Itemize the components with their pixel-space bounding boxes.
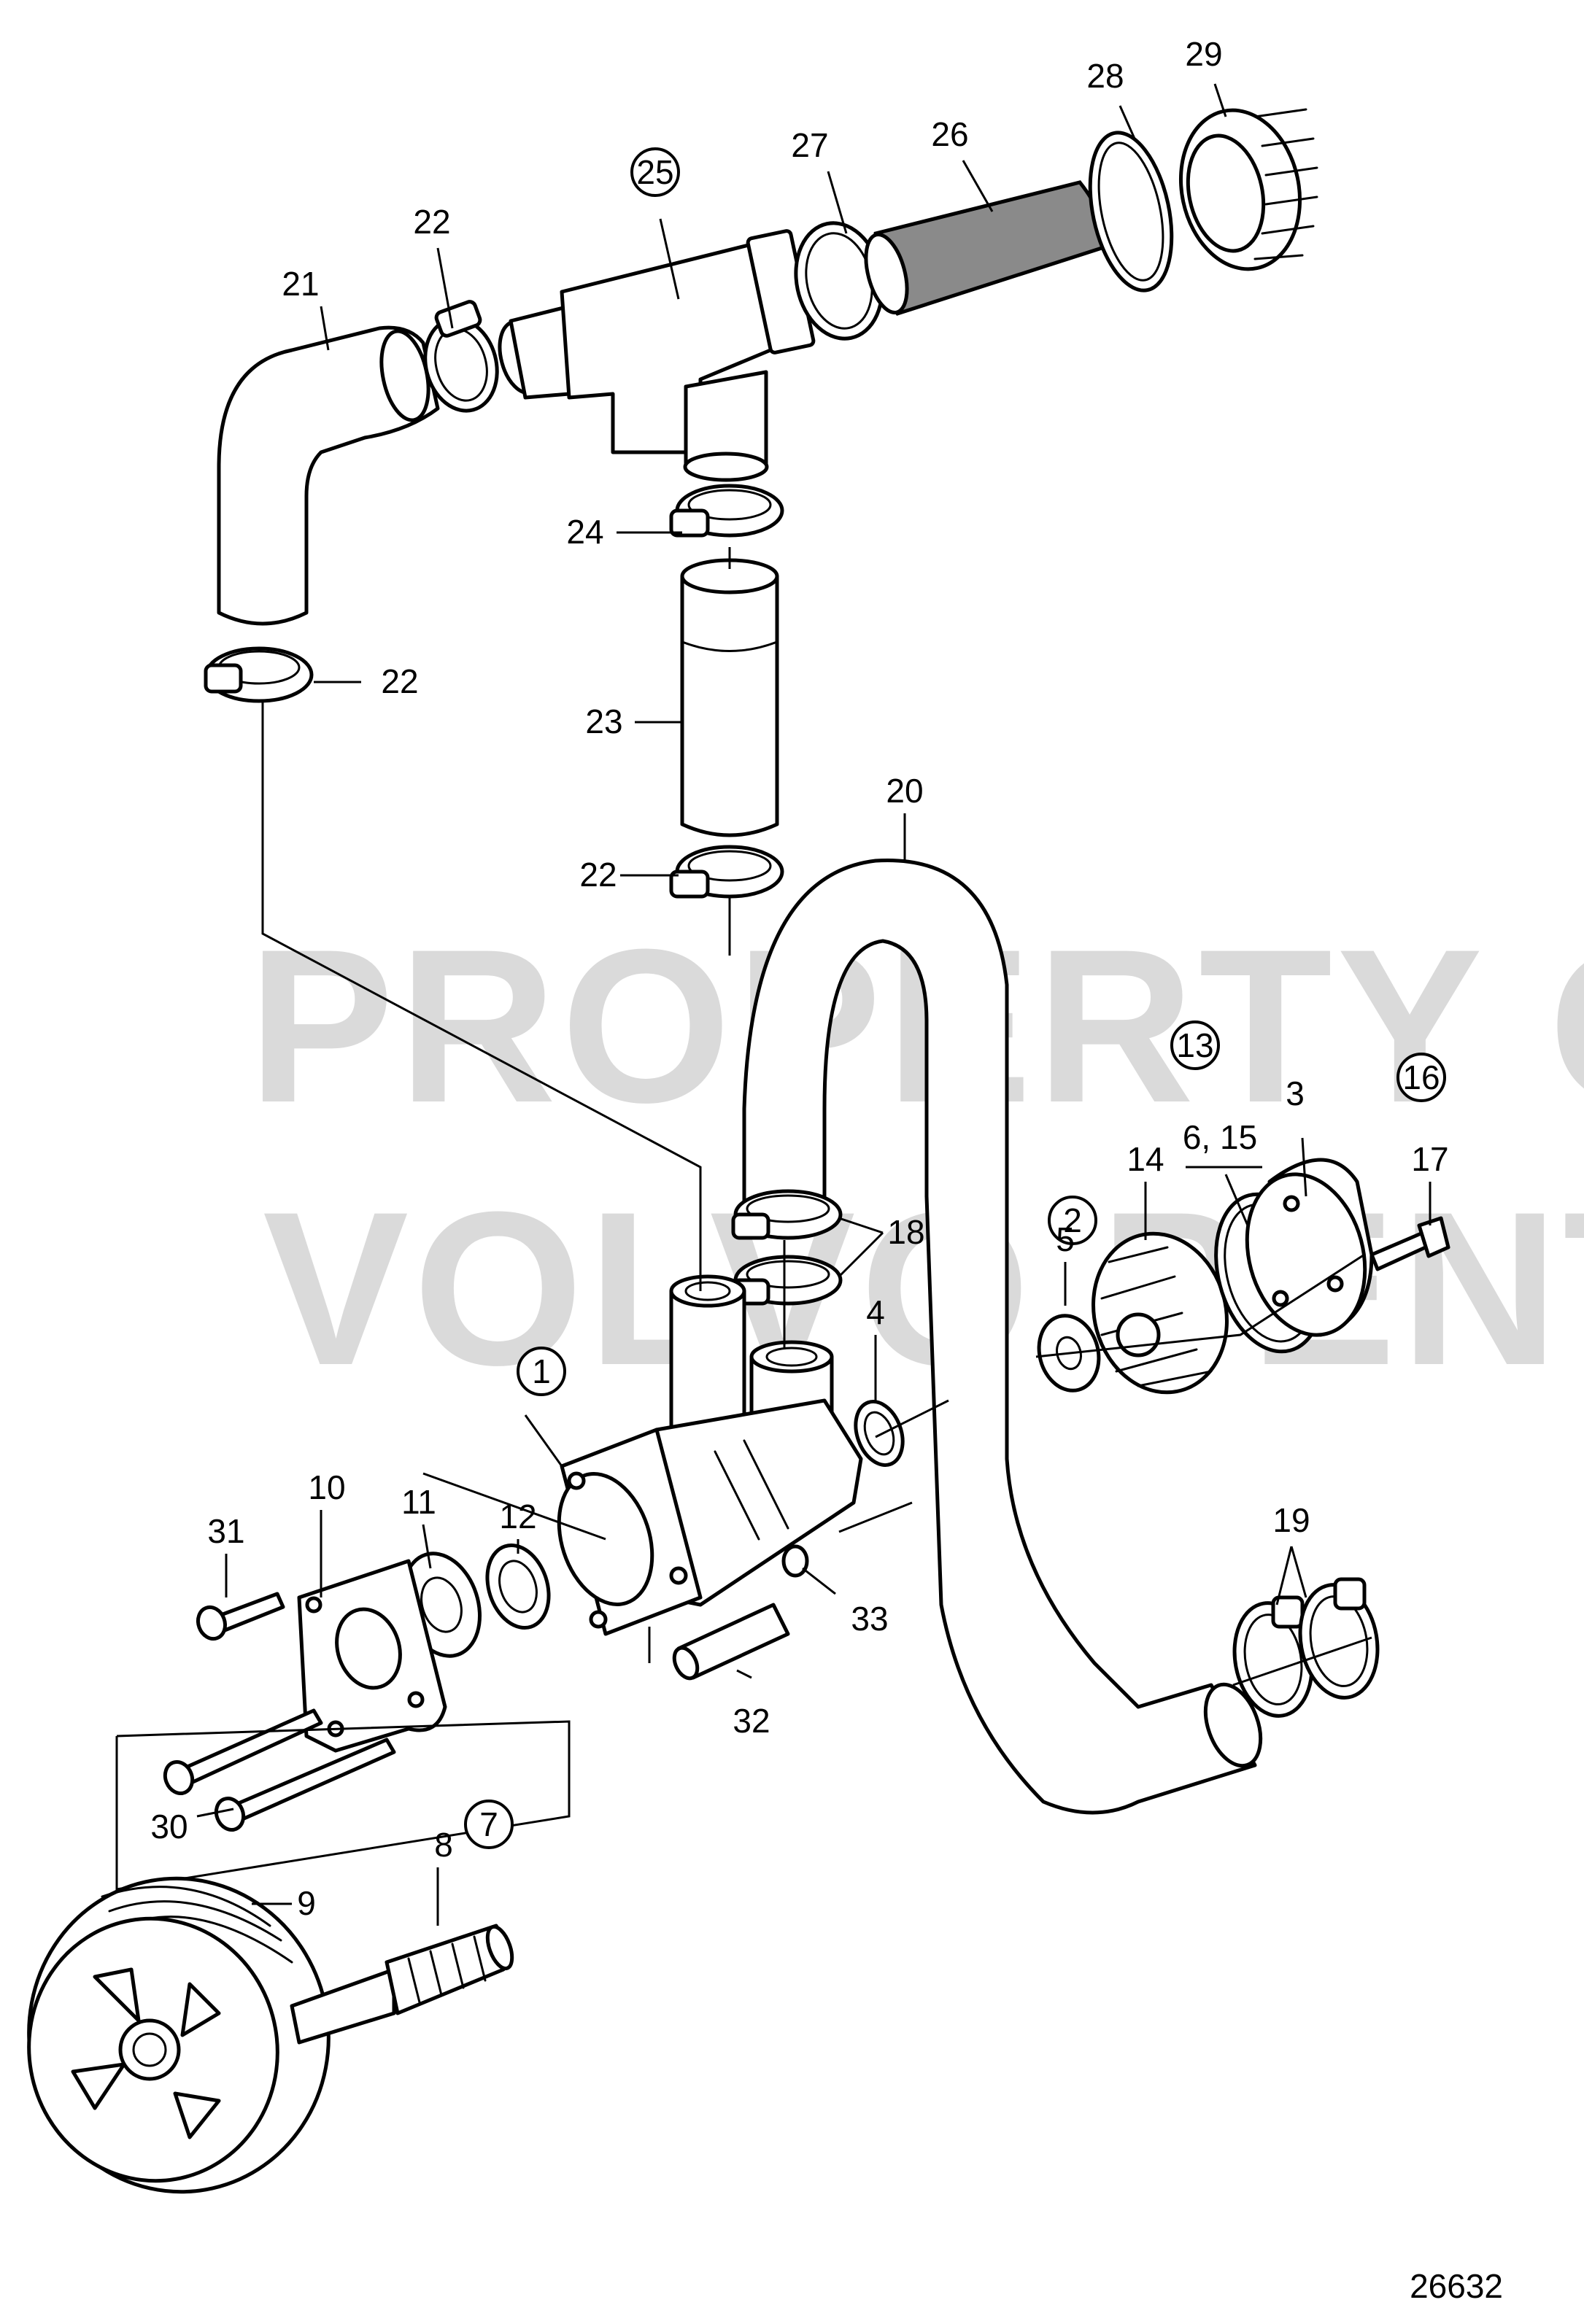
callout-22-upper: 22 — [413, 203, 450, 241]
watermark-line-2: VOLVO PENTA — [263, 1166, 1584, 1411]
callout-18: 18 — [887, 1213, 924, 1251]
callout-29: 29 — [1185, 35, 1222, 73]
callout-13: 13 — [1176, 1026, 1213, 1064]
callout-24: 24 — [566, 513, 603, 551]
screws-30 — [163, 1708, 396, 1832]
bearing-plate-10 — [297, 1559, 447, 1753]
kit-7-bracket — [115, 1720, 571, 1891]
seal-33 — [781, 1544, 809, 1578]
callout-9: 9 — [297, 1884, 316, 1922]
screw-31 — [196, 1592, 285, 1641]
callouts: 25 1 2 7 13 16 3 4 5 6, 15 8 9 10 11 12 … — [150, 35, 1448, 1922]
callout-30: 30 — [150, 1808, 188, 1845]
hose-clamp-18-lower — [731, 1255, 843, 1306]
callout-31: 31 — [207, 1512, 244, 1550]
callout-3: 3 — [1286, 1074, 1305, 1112]
hose-clamp-22-lower-left — [204, 646, 314, 703]
seal-12 — [485, 1543, 551, 1630]
callout-16: 16 — [1402, 1058, 1440, 1096]
callout-8: 8 — [434, 1826, 453, 1864]
callout-27: 27 — [791, 126, 828, 164]
callout-7: 7 — [479, 1805, 498, 1843]
pulley-9 — [27, 1876, 331, 2194]
o-ring-28 — [1088, 131, 1174, 293]
callout-28: 28 — [1086, 57, 1124, 95]
watermark: PROPERTY OF VOLVO PENTA — [248, 903, 1584, 1411]
strainer-housing-25 — [498, 229, 816, 482]
alignment-lines — [261, 547, 1372, 1686]
callout-32: 32 — [733, 1702, 770, 1740]
callout-12: 12 — [499, 1498, 536, 1535]
hose-clamp-22-upper — [423, 300, 499, 413]
callout-22-middle: 22 — [579, 856, 617, 894]
callout-5: 5 — [1056, 1220, 1075, 1258]
callout-4: 4 — [866, 1293, 885, 1331]
callout-14: 14 — [1127, 1140, 1164, 1178]
hose-clamp-19-right — [1298, 1577, 1380, 1700]
pump-cover-3 — [1245, 1158, 1374, 1337]
callout-leaders — [196, 83, 1432, 1926]
callout-11: 11 — [401, 1483, 436, 1521]
hose-clamp-24 — [669, 484, 784, 538]
callout-21: 21 — [282, 265, 319, 303]
callout-10: 10 — [308, 1468, 345, 1506]
callout-25: 25 — [636, 153, 673, 191]
hose-clamp-19-left — [1232, 1595, 1314, 1718]
callout-19: 19 — [1272, 1501, 1310, 1539]
shaft-8 — [290, 1924, 514, 2045]
strainer-cap-29 — [1178, 108, 1318, 271]
drawing-number: 26632 — [1410, 2267, 1503, 2305]
callout-6-15: 6, 15 — [1183, 1118, 1257, 1156]
callout-26: 26 — [931, 115, 968, 153]
straight-hose-23 — [680, 558, 779, 837]
hose-clamp-18-upper — [731, 1189, 843, 1240]
callout-23: 23 — [585, 702, 622, 740]
elbow-hose-21 — [217, 325, 440, 626]
callout-20: 20 — [886, 772, 923, 810]
hose-clamp-22-lower-middle — [669, 845, 784, 899]
pin-32 — [672, 1603, 790, 1681]
callout-17: 17 — [1411, 1140, 1448, 1178]
callout-1: 1 — [532, 1352, 551, 1390]
callout-22-left: 22 — [381, 662, 418, 700]
screw-17 — [1369, 1216, 1450, 1271]
strainer-mesh-26 — [864, 180, 1105, 316]
callout-33: 33 — [851, 1600, 888, 1638]
callout-2: 2 — [1063, 1201, 1082, 1239]
